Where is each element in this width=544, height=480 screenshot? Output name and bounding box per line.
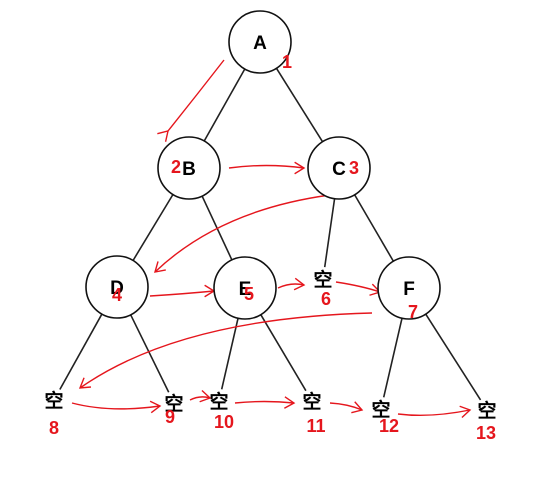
tree-edge-A-C (275, 67, 324, 143)
traversal-arrow-10 (234, 400, 295, 404)
node-circle (307, 136, 371, 200)
arrowhead-icon (284, 396, 296, 409)
tree-edge-F-N13 (425, 313, 482, 401)
traversal-arrows (71, 59, 472, 419)
traversal-arrow-8 (71, 402, 161, 410)
empty-node-11: 空 11 (302, 390, 325, 436)
node-label: 空 (209, 390, 228, 413)
arrowhead-icon (157, 130, 169, 142)
node-label: B (182, 159, 196, 180)
traversal-order-label: 8 (49, 418, 59, 438)
traversal-order-label: 3 (349, 158, 359, 178)
arrowhead-icon (293, 277, 306, 291)
tree-edge-E-N11 (260, 314, 307, 392)
tree-node-F: F7 (377, 256, 441, 322)
tree-edge-B-D (132, 194, 174, 261)
traversal-arrow-5 (277, 283, 305, 289)
traversal-order-label: 10 (214, 412, 234, 432)
arrowhead-icon (199, 389, 212, 403)
traversal-arrow-3 (154, 194, 331, 273)
node-circle (213, 256, 277, 320)
empty-node-9: 空9 (164, 392, 183, 427)
arrowhead-icon (154, 261, 166, 273)
tree-edge-C-F (353, 194, 395, 262)
tree-edge-A-B (203, 68, 246, 142)
tree-edge-D-N8 (59, 313, 103, 390)
node-label: C (332, 159, 346, 180)
traversal-arrow-11 (329, 402, 363, 411)
node-label: 空 (313, 268, 332, 291)
traversal-arrow-7 (79, 312, 373, 389)
node-label: 空 (477, 399, 496, 422)
node-label: F (403, 279, 415, 300)
traversal-order-label: 6 (321, 289, 331, 309)
traversal-arrow-12 (397, 409, 471, 417)
traversal-order-label: 2 (171, 157, 181, 177)
tree-node-D: D4 (85, 255, 149, 319)
traversal-arrow-6 (335, 281, 381, 293)
node-label: D (110, 278, 124, 299)
empty-node-6: 空6 (313, 268, 332, 309)
arrowhead-icon (149, 400, 162, 414)
tree-edge-C-N6 (323, 198, 336, 268)
traversal-arrow-2 (228, 164, 305, 169)
empty-node-13: 空13 (476, 399, 497, 443)
traversal-order-label: 1 (282, 52, 292, 72)
traversal-order-label: 12 (379, 416, 399, 436)
tree-edge-E-N10 (220, 318, 239, 390)
node-label: 空 (371, 398, 390, 421)
node-label: E (239, 279, 252, 300)
arrowhead-icon (351, 401, 364, 414)
empty-node-12: 空12 (371, 398, 399, 436)
tree-edges (59, 67, 482, 401)
arrowhead-icon (294, 161, 306, 175)
tree-edge-D-N9 (129, 314, 170, 393)
traversal-order-label: 9 (165, 407, 175, 427)
tree-edge-F-N12 (382, 318, 403, 398)
node-circle (85, 255, 149, 319)
empty-node-10: 空10 (209, 390, 234, 432)
arrowhead-icon (78, 377, 92, 389)
traversal-order-label: 4 (112, 285, 122, 305)
tree-node-A: A1 (228, 10, 292, 74)
arrowhead-icon (459, 405, 472, 419)
node-label: 空 (44, 389, 63, 412)
node-label: 空 (164, 392, 183, 415)
node-label: 空 (302, 390, 321, 413)
traversal-order-label: 7 (408, 302, 418, 322)
tree-node-B: B2 (157, 136, 221, 200)
traversal-arrow-9 (189, 396, 211, 401)
traversal-order-label: 13 (476, 423, 496, 443)
traversal-arrow-4 (149, 290, 215, 297)
node-label: A (253, 33, 267, 54)
traversal-order-label: 5 (244, 284, 254, 304)
traversal-order-label: 11 (306, 416, 325, 436)
node-circle (228, 10, 292, 74)
tree-node-E: E5 (213, 256, 277, 320)
empty-node-8: 空8 (44, 389, 63, 438)
traversal-arrow-1 (167, 59, 225, 132)
node-circle (377, 256, 441, 320)
node-circle (157, 136, 221, 200)
